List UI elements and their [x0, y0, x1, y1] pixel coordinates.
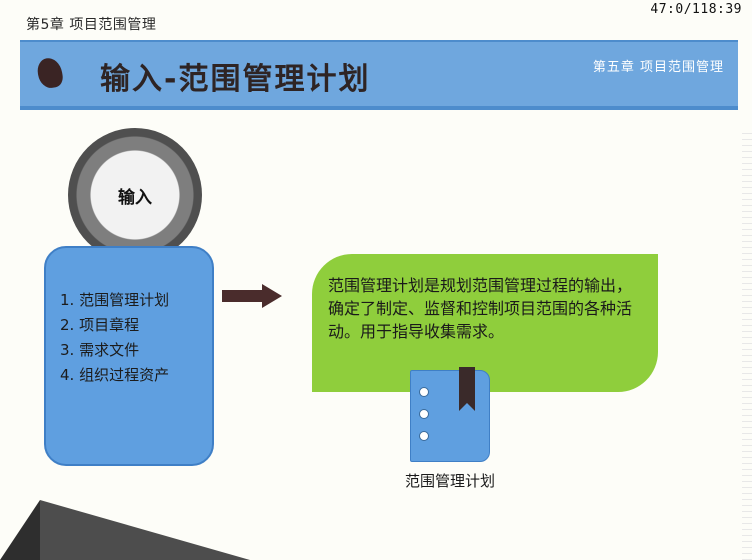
notebook-icon: [410, 367, 490, 462]
slide-title: 输入-范围管理计划: [100, 62, 371, 97]
header-chapter: 第五章 项目范围管理: [592, 60, 724, 75]
input-item-3: 3. 需求文件: [60, 341, 140, 359]
input-item-2: 2. 项目章程: [60, 316, 140, 334]
notebook-label: 范围管理计划: [404, 472, 495, 490]
timer: 47:0/118:39: [650, 2, 742, 17]
title-banner: 输入-范围管理计划 第五章 项目范围管理: [20, 40, 738, 110]
description-card: 范围管理计划是规划范围管理过程的输出，确定了制定、监督和控制项目范围的各种活动。…: [312, 254, 658, 392]
chapter-tag: 第5章 项目范围管理: [26, 17, 157, 33]
ring-label: 输入: [118, 187, 152, 208]
input-ring: 输入: [68, 128, 202, 262]
description-text: 范围管理计划是规划范围管理过程的输出，确定了制定、监督和控制项目范围的各种活动。…: [328, 276, 633, 341]
bookmark-icon: [459, 367, 475, 411]
bullet-icon: [35, 56, 65, 90]
input-item-4: 4. 组织过程资产: [60, 366, 170, 384]
arrow-right-icon: [222, 284, 282, 308]
edge-stripes: [742, 130, 752, 560]
input-list: 1. 范围管理计划 2. 项目章程 3. 需求文件 4. 组织过程资产: [60, 288, 169, 388]
ring-hole-icon: [419, 387, 429, 397]
ring-hole-icon: [419, 409, 429, 419]
corner-decoration: [0, 500, 250, 560]
input-card: 1. 范围管理计划 2. 项目章程 3. 需求文件 4. 组织过程资产: [44, 246, 214, 466]
ring-hole-icon: [419, 431, 429, 441]
input-item-1: 1. 范围管理计划: [60, 291, 170, 309]
